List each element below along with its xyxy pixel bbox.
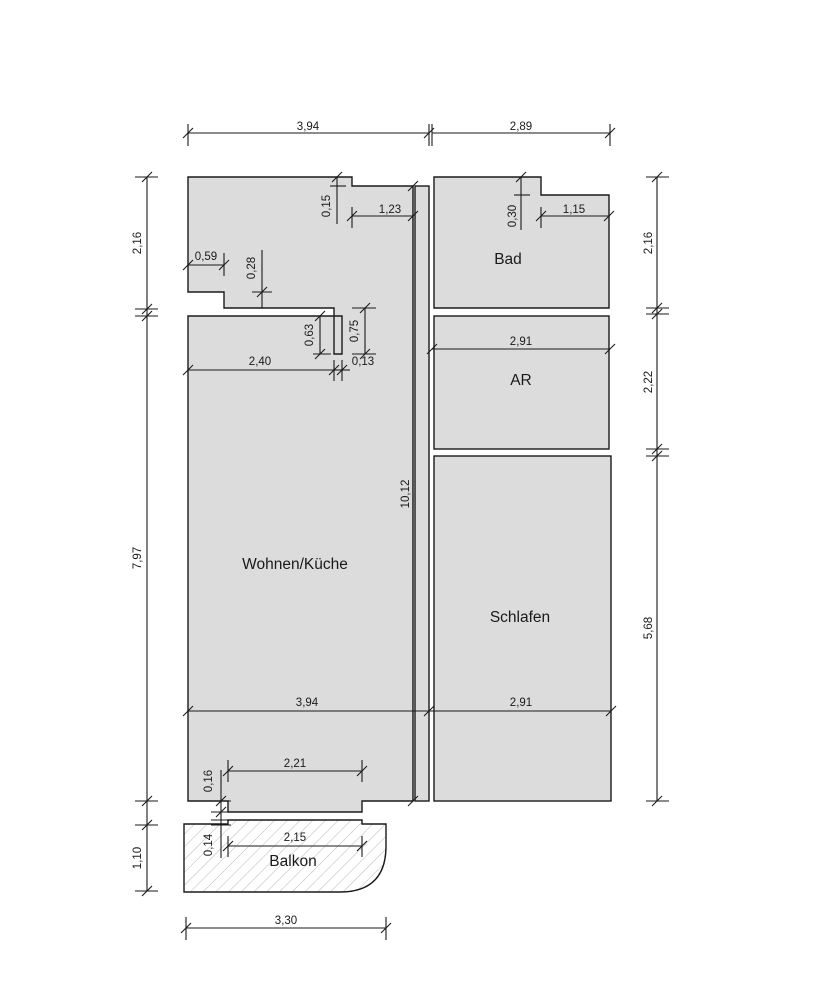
dimension-lines bbox=[135, 124, 669, 940]
dim-right-height-bad: 2,16 bbox=[643, 232, 655, 254]
dim-schlafen-width: 2,91 bbox=[510, 697, 532, 709]
schlafen-room bbox=[433, 455, 612, 802]
dim-living-width: 3,94 bbox=[296, 697, 319, 709]
dim-niche-offset-016: 0,16 bbox=[203, 770, 215, 792]
dim-top-right-width: 2,89 bbox=[510, 121, 532, 133]
room-label-wohnen-kueche: Wohnen/Küche bbox=[242, 556, 348, 573]
dim-wall-offset-063: 0,63 bbox=[304, 324, 316, 346]
dim-wall-len-013: 0,13 bbox=[352, 356, 374, 368]
dim-wall-len-115: 1,15 bbox=[563, 204, 585, 216]
dim-wall-offset-015: 0,15 bbox=[321, 195, 333, 217]
dim-corridor-length: 10,12 bbox=[400, 480, 412, 509]
dim-wall-len-059: 0,59 bbox=[195, 251, 217, 263]
dim-right-height-ar: 2,22 bbox=[643, 371, 655, 393]
dim-wall-offset-075: 0,75 bbox=[349, 320, 361, 342]
dim-wall-len-123: 1,23 bbox=[379, 204, 401, 216]
dim-left-height-balcony: 1,10 bbox=[132, 847, 144, 869]
dim-ar-width: 2,91 bbox=[510, 336, 532, 348]
dim-niche-width: 2,21 bbox=[284, 758, 306, 770]
room-label-schlafen: Schlafen bbox=[490, 609, 550, 626]
room-label-ar: AR bbox=[510, 372, 532, 389]
dim-top-left-width: 3,94 bbox=[297, 121, 320, 133]
ar-room bbox=[433, 315, 610, 450]
wohnen-kueche-room bbox=[187, 176, 414, 813]
dim-balcony-width: 2,15 bbox=[284, 832, 306, 844]
corridor-wall-strip bbox=[414, 185, 430, 802]
dim-wall-len-240: 2,40 bbox=[249, 356, 271, 368]
dim-left-height-upper: 2,16 bbox=[132, 232, 144, 254]
dim-balcony-offset-014: 0,14 bbox=[203, 833, 215, 856]
bad-room bbox=[433, 176, 610, 309]
dim-right-height-schlafen: 5,68 bbox=[643, 617, 655, 639]
balkon-area bbox=[183, 819, 387, 893]
room-label-balkon: Balkon bbox=[269, 853, 316, 870]
room-label-bad: Bad bbox=[494, 251, 522, 268]
dim-wall-offset-028: 0,28 bbox=[246, 257, 258, 279]
dim-left-height-main: 7,97 bbox=[132, 547, 144, 569]
dim-bottom-width: 3,30 bbox=[275, 915, 297, 927]
dim-wall-offset-030: 0,30 bbox=[507, 205, 519, 227]
